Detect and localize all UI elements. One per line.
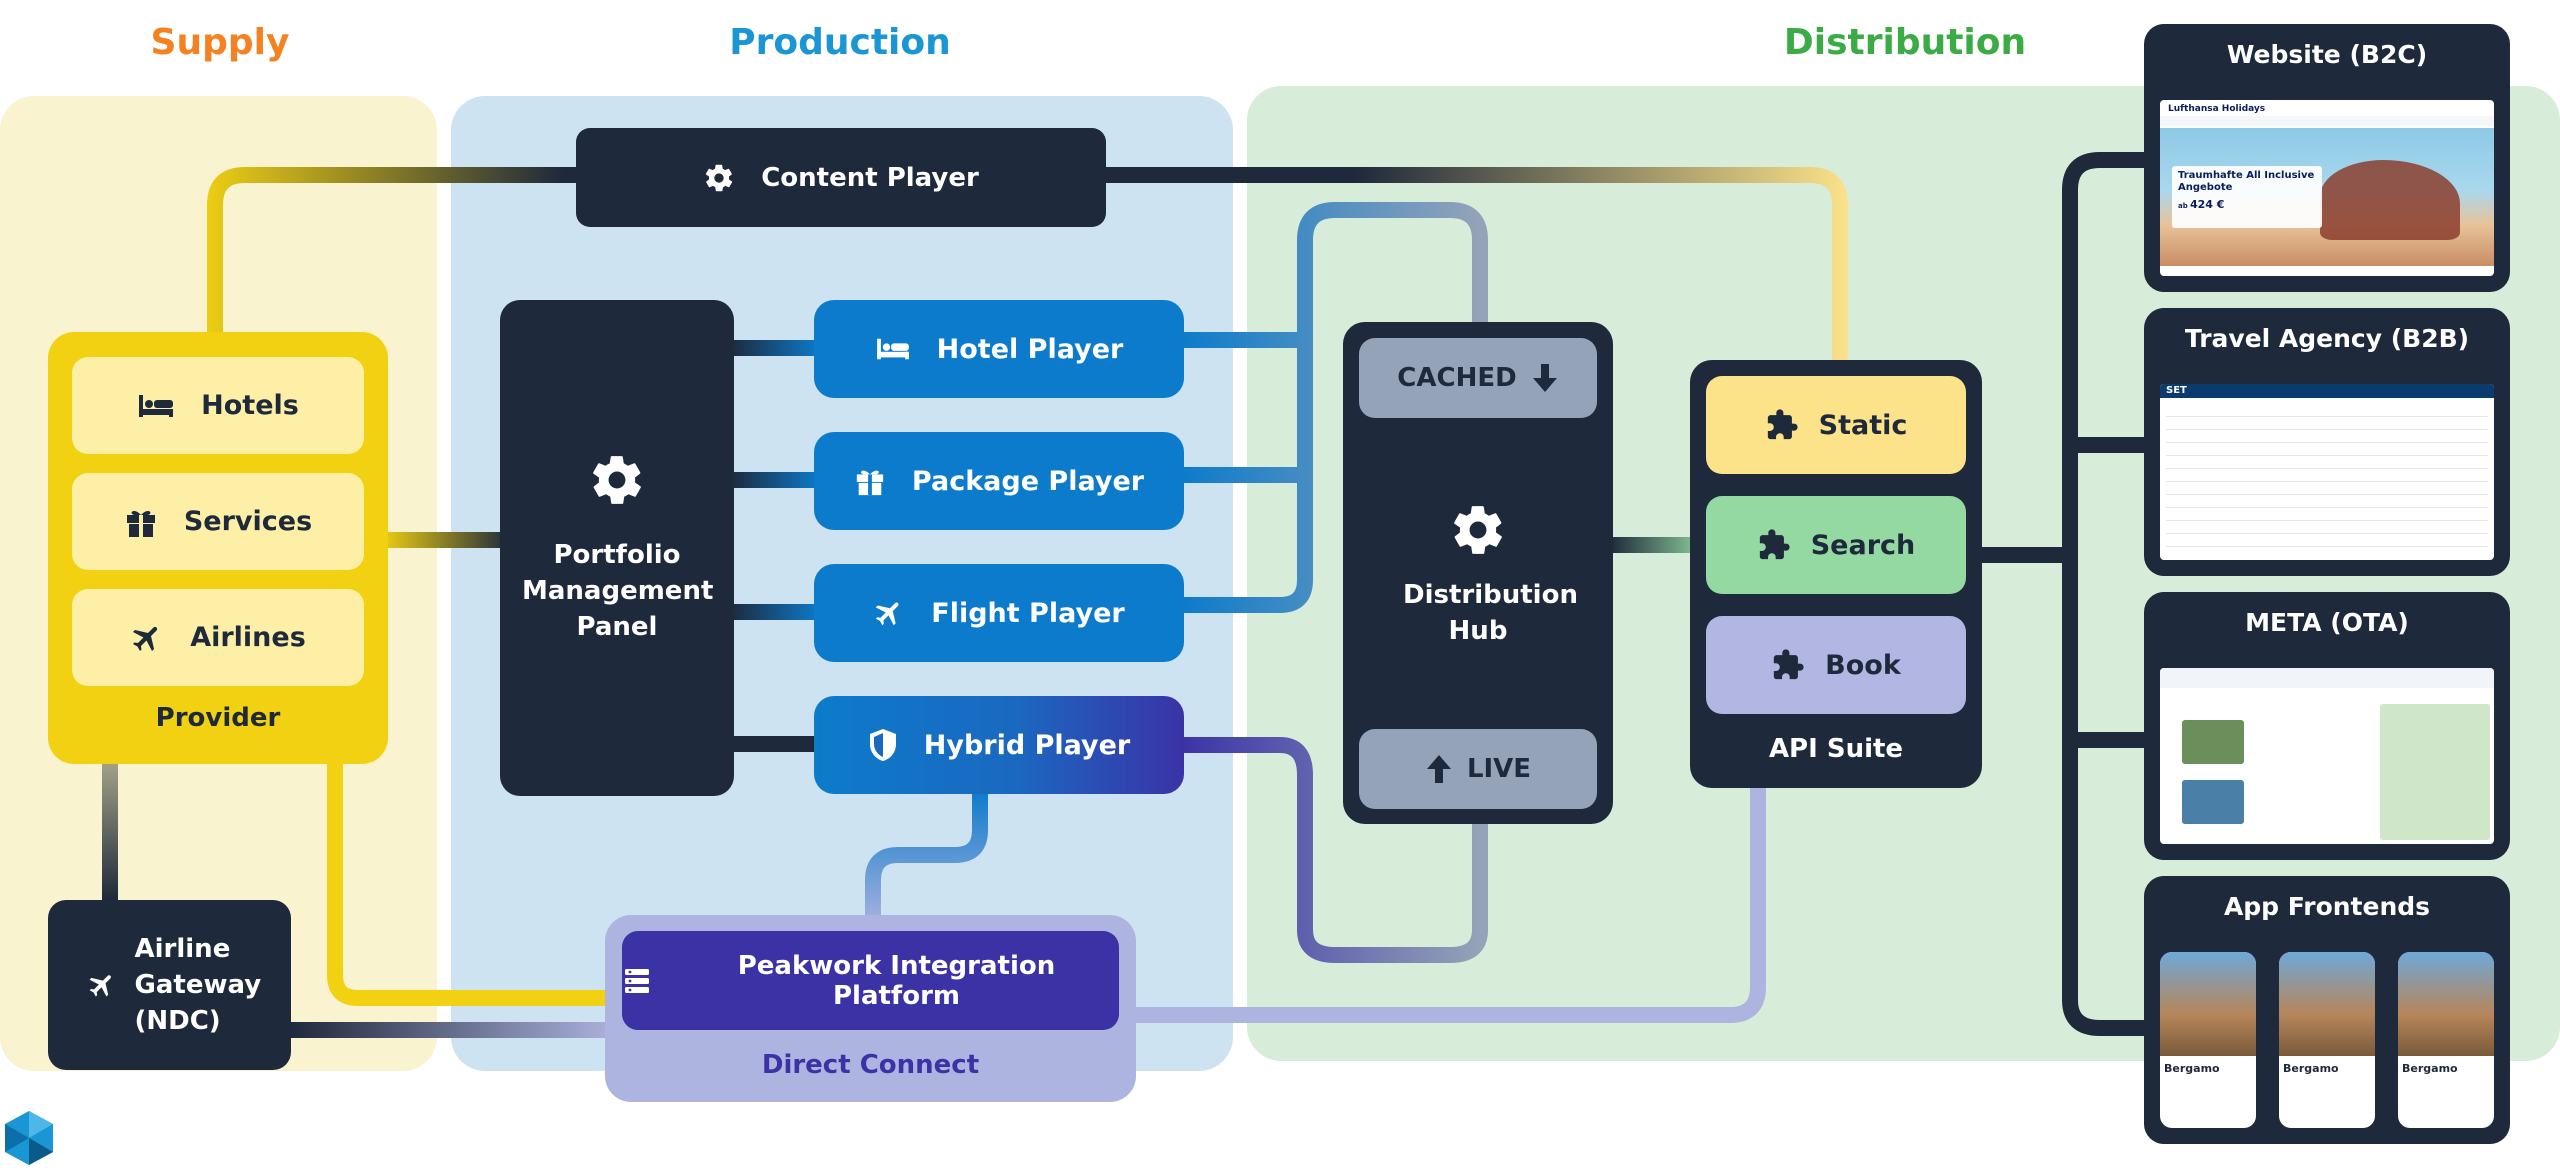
website-nav-bar (2160, 116, 2494, 126)
arrow-up-icon (1425, 753, 1453, 785)
api-static[interactable]: Static (1706, 376, 1966, 474)
agency-screenshot: SET (2160, 384, 2494, 560)
meta-title: META (OTA) (2245, 608, 2409, 637)
gear-icon (703, 162, 735, 194)
app-phone-3-photo (2398, 952, 2494, 1056)
agency-toolbar (2160, 384, 2494, 398)
agency-table-lines (2166, 404, 2488, 554)
frontend-travel-agency[interactable]: Travel Agency (B2B) SET (2144, 308, 2510, 576)
package-player[interactable]: Package Player (814, 432, 1184, 530)
website-price: 424 € (2190, 198, 2225, 211)
app-title: App Frontends (2223, 892, 2431, 921)
provider-airlines[interactable]: Airlines (72, 589, 364, 686)
meta-header (2160, 668, 2494, 688)
app-phone-3-city: Bergamo (2402, 1062, 2458, 1075)
website-headline: Traumhafte All Inclusive Angebote (2178, 170, 2315, 193)
website-price-prefix: ab (2178, 202, 2188, 210)
live-label: LIVE (1466, 754, 1532, 784)
peakwork-logo (0, 1108, 58, 1168)
supply-title: Supply (150, 22, 290, 63)
api-suite-label: API Suite (1768, 734, 1904, 764)
puzzle-icon (1757, 528, 1791, 562)
website-hero-card: Traumhafte All Inclusive Angebote ab 424… (2172, 166, 2322, 228)
api-book-label: Book (1825, 649, 1901, 681)
airline-gateway[interactable]: Airline Gateway (NDC) (48, 900, 291, 1070)
provider-services-label: Services (183, 506, 313, 537)
direct-connect-label: Direct Connect (761, 1050, 980, 1080)
meta-hotel-photo-2 (2182, 780, 2244, 824)
hybrid-player-label: Hybrid Player (923, 729, 1131, 761)
website-rock (2320, 160, 2460, 240)
content-player-label: Content Player (761, 162, 979, 193)
bed-icon (875, 335, 911, 363)
app-phone-1-photo (2160, 952, 2256, 1056)
hotel-player[interactable]: Hotel Player (814, 300, 1184, 398)
provider-label: Provider (155, 703, 281, 733)
app-phone-2-photo (2279, 952, 2375, 1056)
puzzle-icon (1771, 648, 1805, 682)
content-player[interactable]: Content Player (576, 128, 1106, 227)
integration-platform-label: Peakwork Integration Platform (737, 950, 1056, 1011)
arrow-down-icon (1531, 362, 1559, 394)
airline-gateway-label: Airline Gateway (NDC) (134, 934, 262, 1036)
meta-screenshot (2160, 668, 2494, 844)
meta-hotel-photo-1 (2182, 720, 2244, 764)
shield-icon (868, 728, 898, 762)
gift-icon (854, 465, 886, 497)
peakwork-integration-platform[interactable]: Peakwork Integration Platform (622, 931, 1119, 1030)
app-phone-2-city: Bergamo (2283, 1062, 2339, 1075)
meta-map (2380, 704, 2490, 840)
gear-icon (1449, 501, 1507, 559)
frontend-website[interactable]: Website (B2C) Lufthansa Holidays Traumha… (2144, 24, 2510, 292)
portfolio-panel-label: Portfolio Management Panel (522, 540, 714, 642)
portfolio-management-panel[interactable]: Portfolio Management Panel (500, 300, 734, 796)
gear-icon (588, 451, 646, 509)
api-book[interactable]: Book (1706, 616, 1966, 714)
agency-title: Travel Agency (B2B) (2184, 324, 2470, 353)
plane-icon (130, 621, 164, 655)
frontend-meta[interactable]: META (OTA) (2144, 592, 2510, 860)
live-mode[interactable]: LIVE (1359, 729, 1597, 809)
flight-player[interactable]: Flight Player (814, 564, 1184, 662)
provider-hotels-label: Hotels (201, 390, 299, 421)
app-phone-3: Bergamo (2398, 952, 2494, 1128)
bed-icon (137, 391, 175, 421)
frontend-app[interactable]: App Frontends Bergamo Bergamo Bergamo (2144, 876, 2510, 1144)
hybrid-player[interactable]: Hybrid Player (814, 696, 1184, 794)
distribution-hub[interactable]: Distribution Hub (1359, 480, 1597, 670)
app-phone-1-city: Bergamo (2164, 1062, 2220, 1075)
cached-label: CACHED (1397, 363, 1517, 393)
hotel-player-label: Hotel Player (936, 333, 1124, 365)
cached-mode[interactable]: CACHED (1359, 338, 1597, 418)
provider-hotels[interactable]: Hotels (72, 357, 364, 454)
app-phone-1: Bergamo (2160, 952, 2256, 1128)
api-search-label: Search (1810, 529, 1916, 561)
agency-brand: SET (2166, 385, 2187, 396)
api-search[interactable]: Search (1706, 496, 1966, 594)
api-static-label: Static (1818, 409, 1908, 441)
server-icon (622, 966, 652, 996)
provider-services[interactable]: Services (72, 473, 364, 570)
production-title: Production (729, 22, 951, 63)
distribution-title: Distribution (1783, 22, 2027, 63)
provider-airlines-label: Airlines (190, 622, 306, 653)
plane-icon (873, 597, 905, 629)
flight-player-label: Flight Player (931, 597, 1125, 629)
gift-icon (124, 505, 158, 539)
website-screenshot: Lufthansa Holidays Traumhafte All Inclus… (2160, 100, 2494, 276)
website-brand: Lufthansa Holidays (2168, 104, 2266, 114)
package-player-label: Package Player (911, 465, 1145, 497)
website-title: Website (B2C) (2226, 40, 2428, 69)
app-phone-2: Bergamo (2279, 952, 2375, 1128)
plane-icon (87, 970, 117, 1000)
puzzle-icon (1765, 408, 1799, 442)
distribution-hub-label: Distribution Hub (1403, 580, 1578, 646)
